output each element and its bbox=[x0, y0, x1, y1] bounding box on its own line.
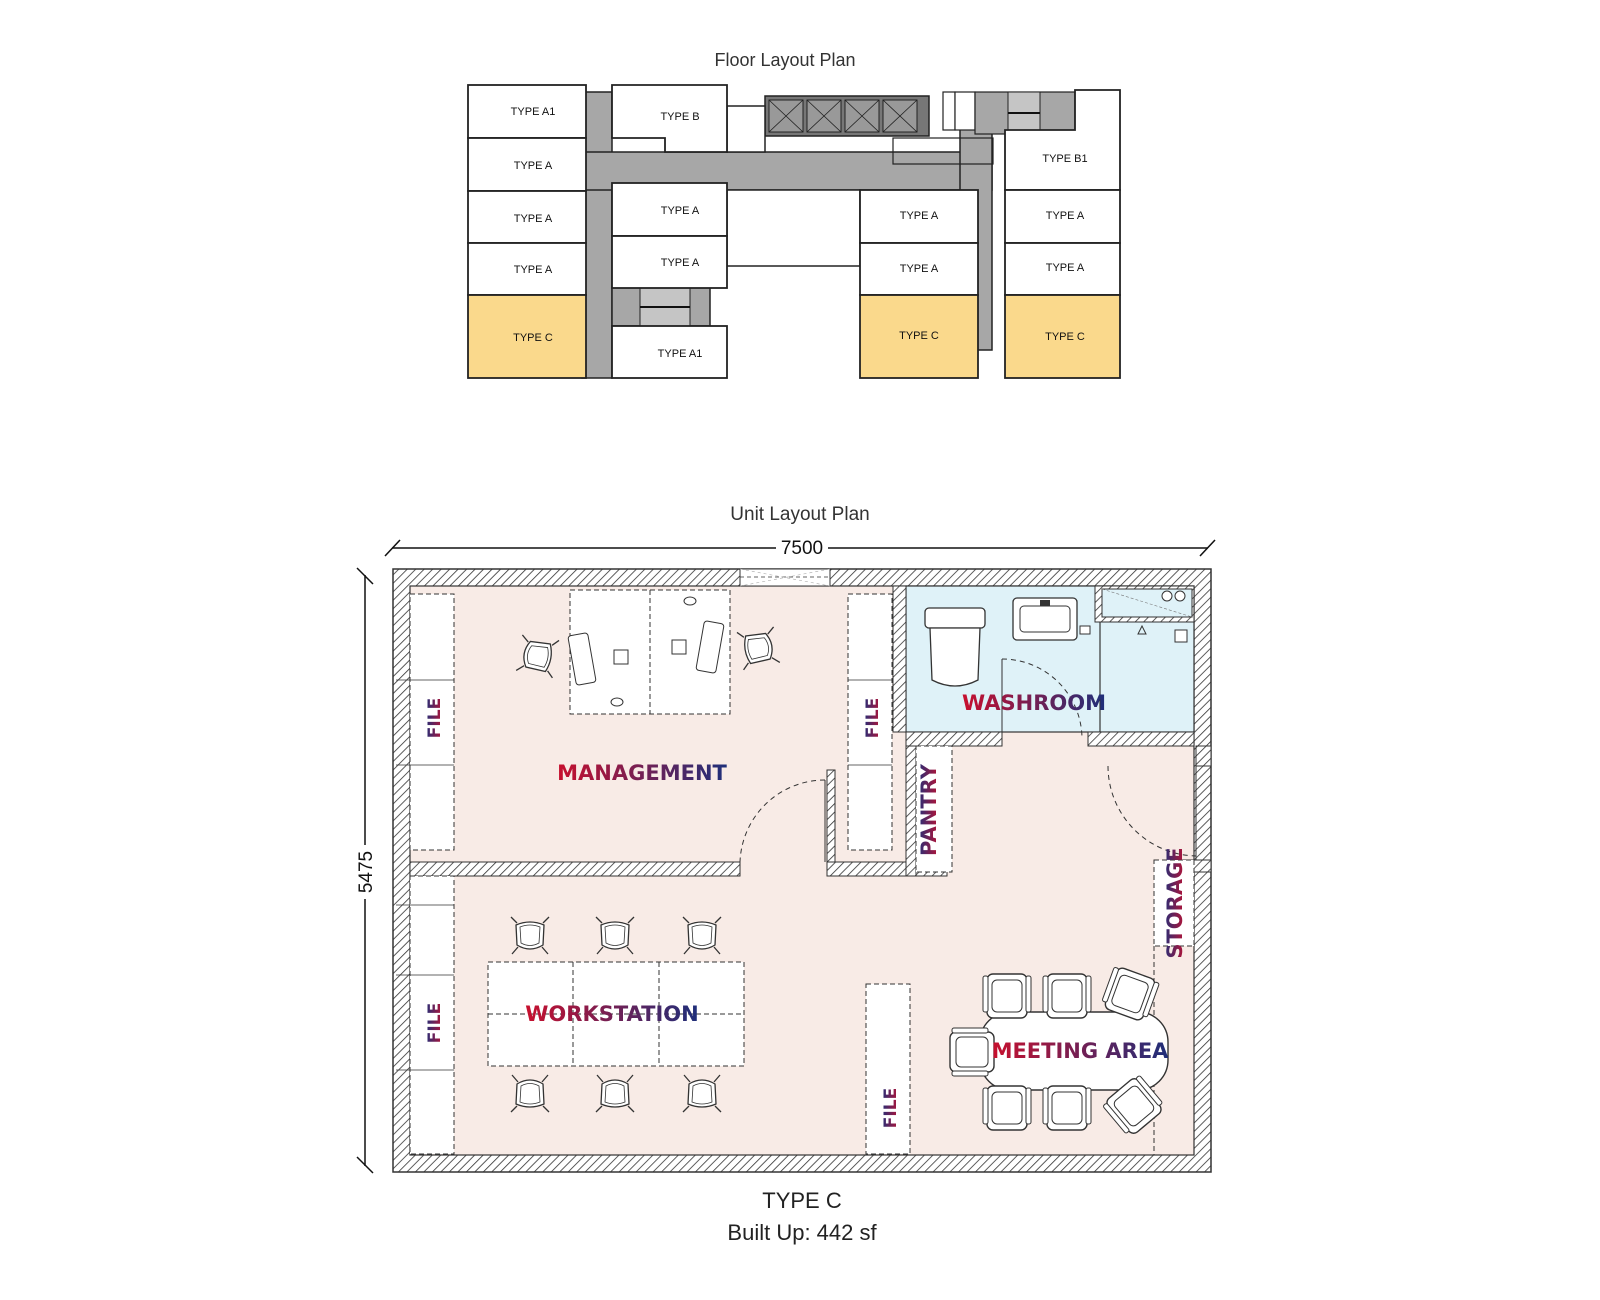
unit-label: TYPE A bbox=[900, 210, 939, 222]
lift-core bbox=[639, 91, 1076, 327]
washroom-door bbox=[1001, 658, 1083, 740]
unit-label: TYPE A bbox=[900, 263, 939, 275]
pantry-counter bbox=[915, 745, 953, 873]
unit-label: TYPE A1 bbox=[511, 106, 556, 118]
shower bbox=[1099, 588, 1193, 732]
unit-label: TYPE A bbox=[661, 257, 700, 269]
unit-label: TYPE B1 bbox=[1042, 153, 1087, 165]
unit-cell bbox=[611, 182, 728, 237]
management-door bbox=[739, 779, 826, 863]
pantry-label: PANTRY bbox=[917, 763, 941, 856]
unit-cell bbox=[1004, 242, 1121, 296]
toilet bbox=[924, 607, 986, 687]
unit-label: TYPE A bbox=[1046, 262, 1085, 274]
floor-plan: TYPE A1 TYPE A TYPE A TYPE A TYPE C TYPE… bbox=[467, 84, 1121, 379]
management-label: MANAGEMENT bbox=[557, 761, 727, 785]
unit-cell bbox=[1004, 189, 1121, 244]
unit-label: TYPE C bbox=[899, 330, 939, 342]
unit-cell bbox=[611, 325, 728, 379]
unit-type-label: TYPE C bbox=[762, 1188, 842, 1213]
washroom-label: WASHROOM bbox=[962, 691, 1106, 715]
unit-cell bbox=[611, 235, 728, 289]
dim-label-bg bbox=[353, 845, 377, 899]
unit-label: TYPE C bbox=[513, 332, 553, 344]
management-desk bbox=[567, 589, 731, 715]
meeting-area-label: MEETING AREA bbox=[992, 1039, 1170, 1063]
unit-cell bbox=[611, 84, 728, 153]
workstation-label: WORKSTATION bbox=[525, 1002, 698, 1026]
workstation-desk bbox=[487, 961, 745, 1067]
unit-cell-highlight bbox=[859, 294, 979, 379]
file-label: FILE bbox=[425, 1003, 445, 1043]
unit-label: TYPE A bbox=[514, 264, 553, 276]
unit-cell-highlight bbox=[1004, 294, 1121, 379]
washbasin bbox=[1012, 597, 1091, 641]
file-label: FILE bbox=[881, 1088, 901, 1128]
unit-cell bbox=[467, 84, 587, 139]
unit-plan-title: Unit Layout Plan bbox=[730, 504, 869, 525]
unit-label: TYPE A bbox=[514, 213, 553, 225]
unit-label: TYPE A bbox=[1046, 210, 1085, 222]
floor-plan-title: Floor Layout Plan bbox=[714, 50, 855, 70]
built-up-label: Built Up: 442 sf bbox=[727, 1220, 877, 1245]
unit-cell bbox=[467, 242, 587, 296]
top-window bbox=[739, 568, 831, 587]
width-dim-label: 7500 bbox=[781, 538, 823, 559]
file-cabinet bbox=[409, 593, 911, 1155]
unit-cell-highlight bbox=[467, 294, 587, 379]
entrance-door bbox=[1107, 765, 1197, 860]
file-label: FILE bbox=[863, 698, 883, 738]
unit-label: TYPE A bbox=[514, 160, 553, 172]
unit-cell bbox=[467, 137, 587, 192]
unit-label: TYPE A1 bbox=[658, 348, 703, 360]
height-dim-label: 5475 bbox=[356, 851, 377, 893]
storage-cabinet bbox=[1153, 859, 1195, 1155]
unit-cell bbox=[467, 190, 587, 244]
unit-label: TYPE B bbox=[660, 111, 699, 123]
dim-label-bg bbox=[776, 536, 828, 558]
storage-label: STORAGE bbox=[1163, 847, 1187, 958]
unit-label: TYPE A bbox=[661, 205, 700, 217]
unit-label: TYPE C bbox=[1045, 331, 1085, 343]
file-label: FILE bbox=[425, 698, 445, 738]
